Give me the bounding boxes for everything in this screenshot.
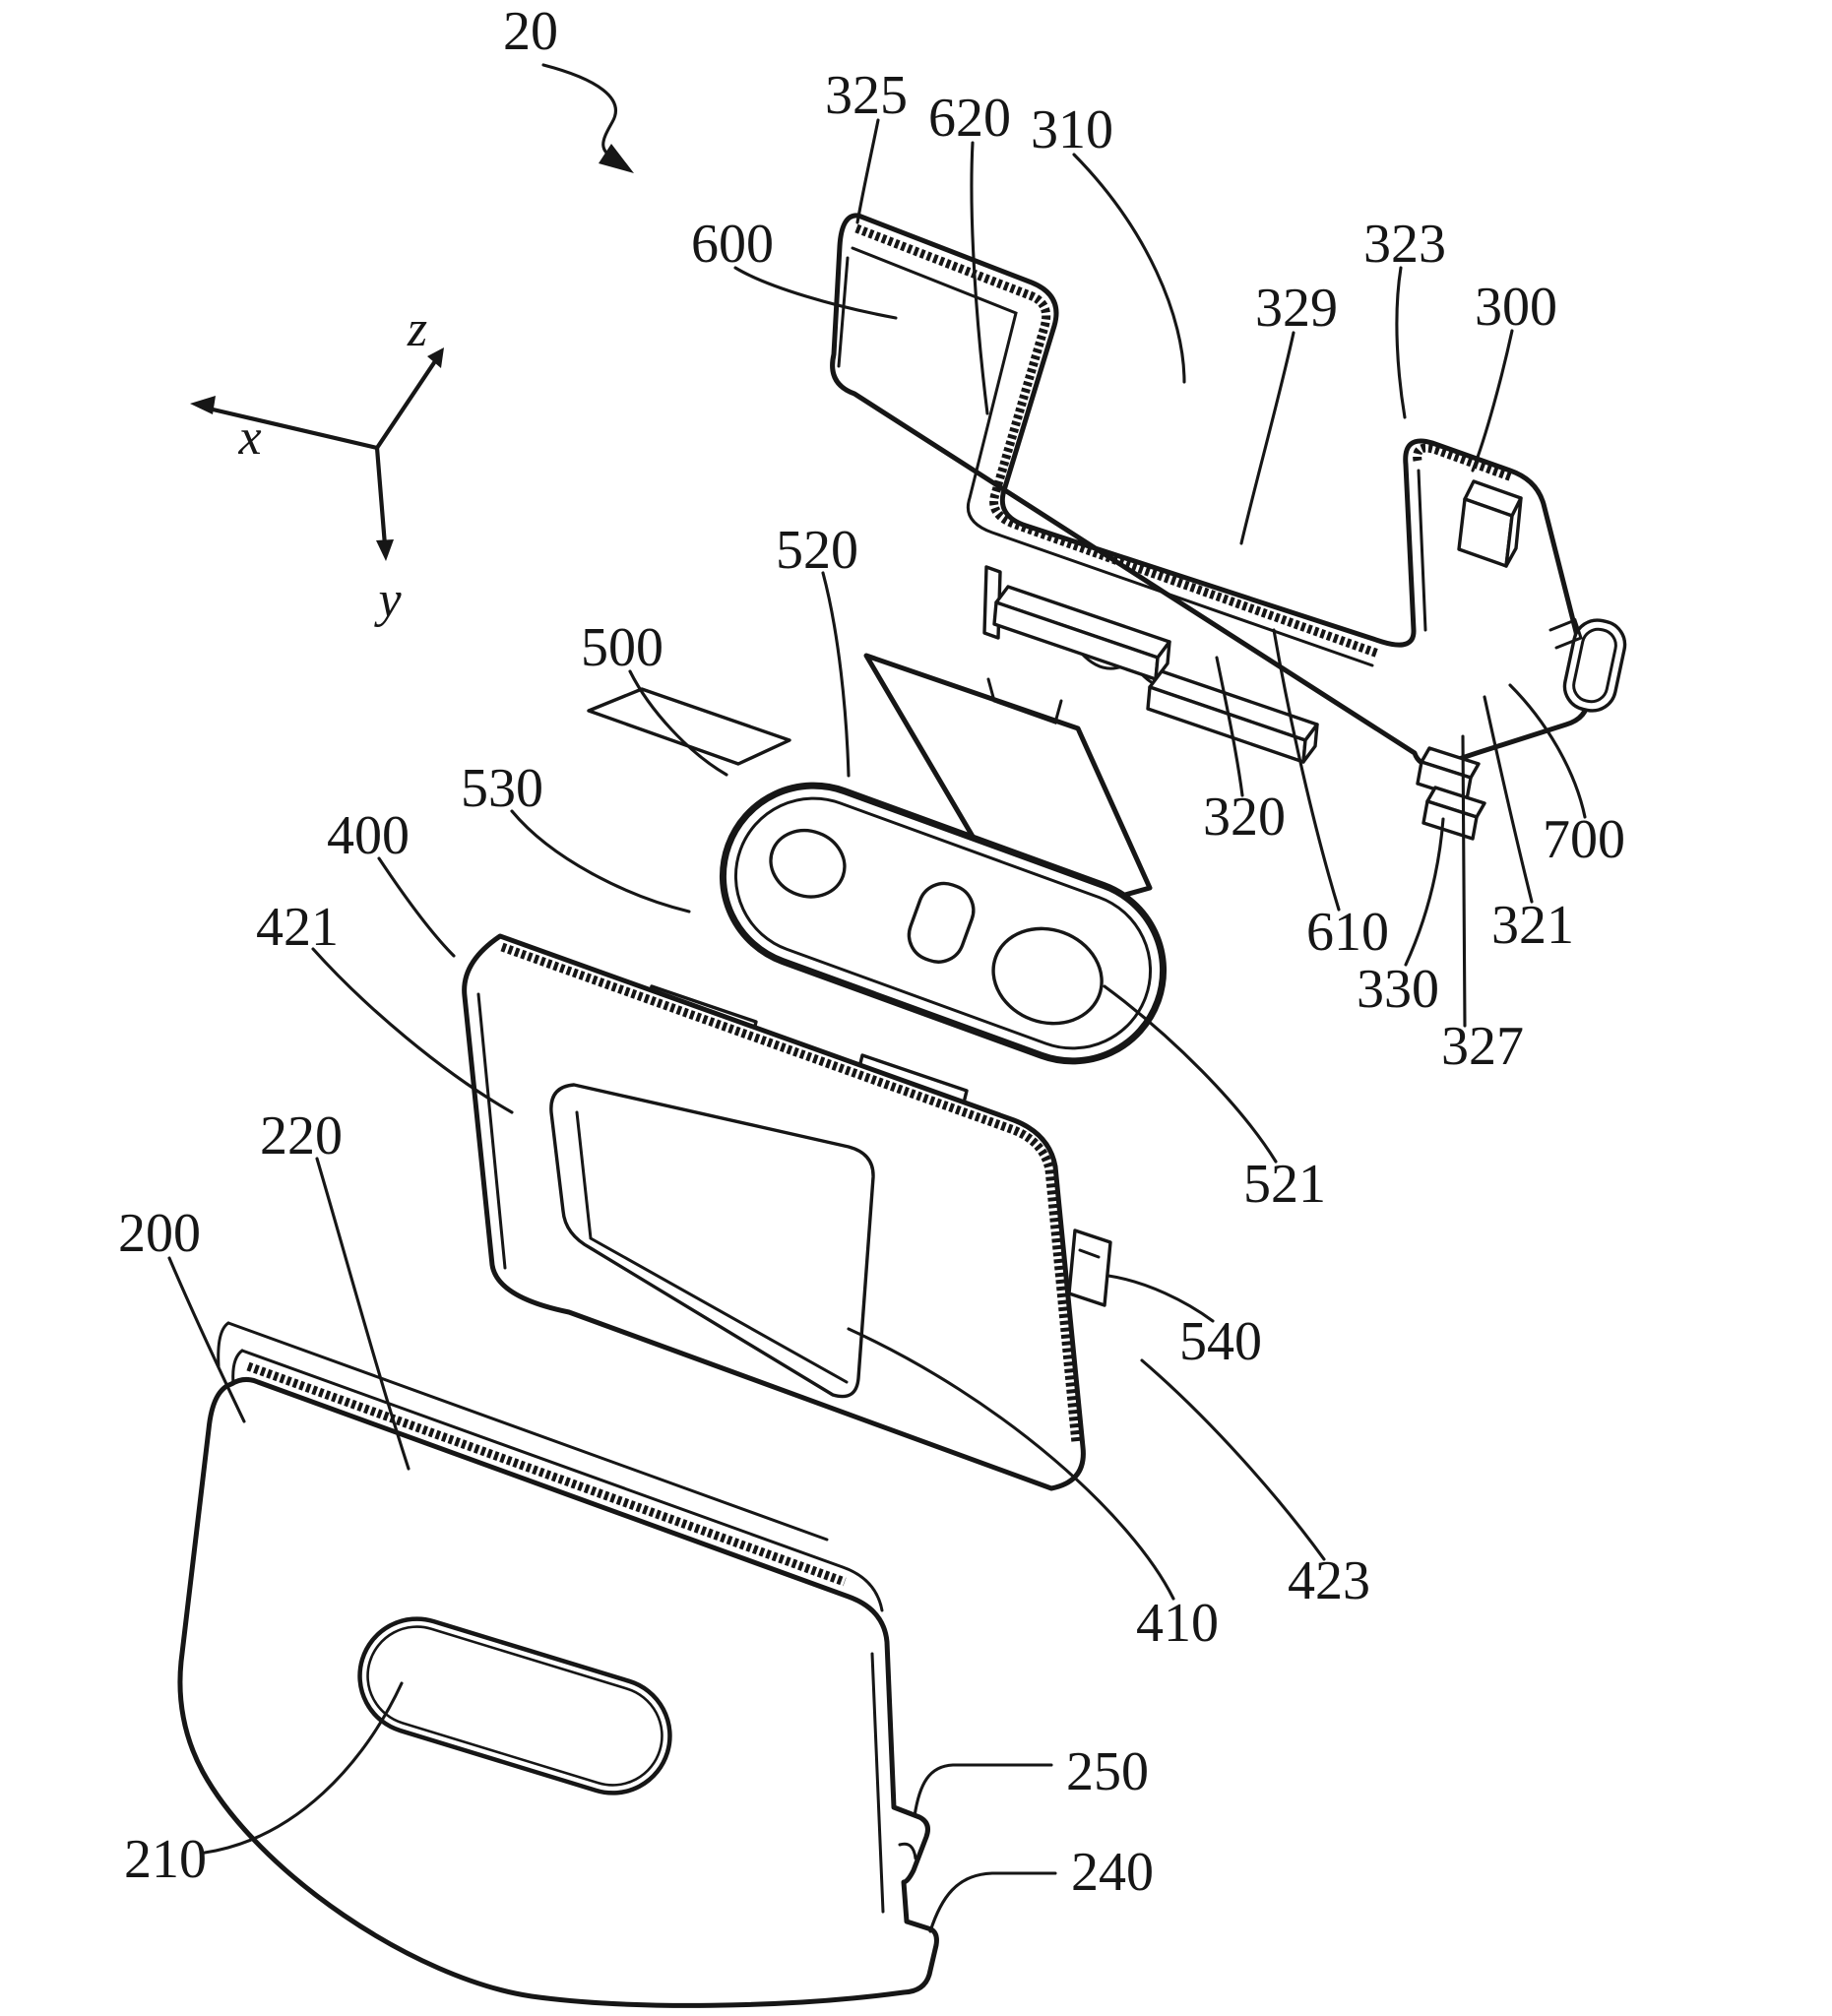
leader-220 (315, 1157, 411, 1471)
leader-600 (733, 266, 898, 320)
axis-z-label: z (407, 301, 427, 357)
coordinate-axes (190, 347, 444, 561)
label-200: 200 (118, 1203, 201, 1264)
label-700: 700 (1543, 809, 1625, 870)
label-321: 321 (1491, 895, 1574, 956)
leader-410 (847, 1327, 1175, 1601)
label-240: 240 (1071, 1842, 1154, 1903)
leader-700 (1508, 683, 1587, 819)
leader-210 (203, 1681, 404, 1855)
frame-part (830, 213, 1627, 841)
leader-320 (1215, 656, 1244, 797)
label-310: 310 (1031, 99, 1113, 160)
leader-327 (1461, 734, 1467, 1028)
label-400: 400 (327, 805, 410, 866)
leader-240 (928, 1871, 1057, 1933)
label-330: 330 (1357, 959, 1439, 1020)
label-520: 520 (776, 520, 858, 581)
frame-block-323 (1457, 479, 1523, 568)
leader-323 (1395, 266, 1407, 419)
label-610: 610 (1306, 902, 1389, 963)
label-410: 410 (1136, 1593, 1219, 1654)
leader-421 (311, 947, 514, 1114)
label-250: 250 (1066, 1741, 1149, 1802)
leader-540 (1106, 1274, 1215, 1323)
leader-lines (167, 63, 1587, 1933)
label-421: 421 (256, 897, 339, 958)
leader-423 (1140, 1358, 1326, 1561)
leader-310 (1072, 153, 1186, 384)
label-210: 210 (124, 1829, 207, 1890)
label-423: 423 (1288, 1550, 1370, 1611)
leader-200 (167, 1256, 246, 1423)
label-20: 20 (503, 1, 558, 62)
axis-x-label: x (237, 410, 261, 466)
leader-520 (821, 571, 851, 778)
axis-y-label: y (373, 572, 402, 628)
leader-250 (913, 1763, 1053, 1818)
leader-500 (628, 669, 728, 777)
leader-325 (855, 118, 880, 224)
leader-610 (1272, 628, 1341, 912)
label-620: 620 (928, 88, 1011, 149)
leader-20 (541, 63, 618, 162)
leader-330 (1404, 817, 1445, 967)
leader-620 (970, 141, 989, 415)
x-axis-arrow-icon (190, 396, 216, 414)
label-220: 220 (260, 1105, 343, 1166)
label-521: 521 (1243, 1154, 1326, 1215)
frame-connector-700 (1562, 618, 1627, 713)
leader-300 (1471, 329, 1514, 472)
label-327: 327 (1441, 1016, 1524, 1077)
gasket-plate-part (462, 933, 1112, 1491)
z-axis-arrow-icon (427, 347, 444, 368)
y-axis-arrow-icon (376, 539, 394, 561)
label-323: 323 (1363, 214, 1446, 275)
leader-329 (1239, 331, 1295, 545)
label-540: 540 (1179, 1311, 1262, 1372)
leader-530 (510, 809, 691, 914)
reference-numerals: 20 600 325 620 310 329 323 300 520 500 530 400 421 22… (118, 1, 1625, 1903)
housing-part (177, 1321, 939, 2008)
assembly-arrow-icon (599, 144, 634, 173)
label-300: 300 (1475, 277, 1557, 338)
leader-400 (377, 856, 456, 958)
label-325: 325 (825, 65, 908, 126)
label-320: 320 (1203, 787, 1286, 848)
leader-321 (1483, 695, 1534, 904)
label-500: 500 (581, 617, 663, 678)
leader-521 (1103, 984, 1278, 1164)
label-600: 600 (691, 214, 774, 275)
frame-blocks-327-321 (1416, 746, 1486, 841)
label-530: 530 (461, 758, 543, 819)
label-329: 329 (1255, 278, 1338, 339)
